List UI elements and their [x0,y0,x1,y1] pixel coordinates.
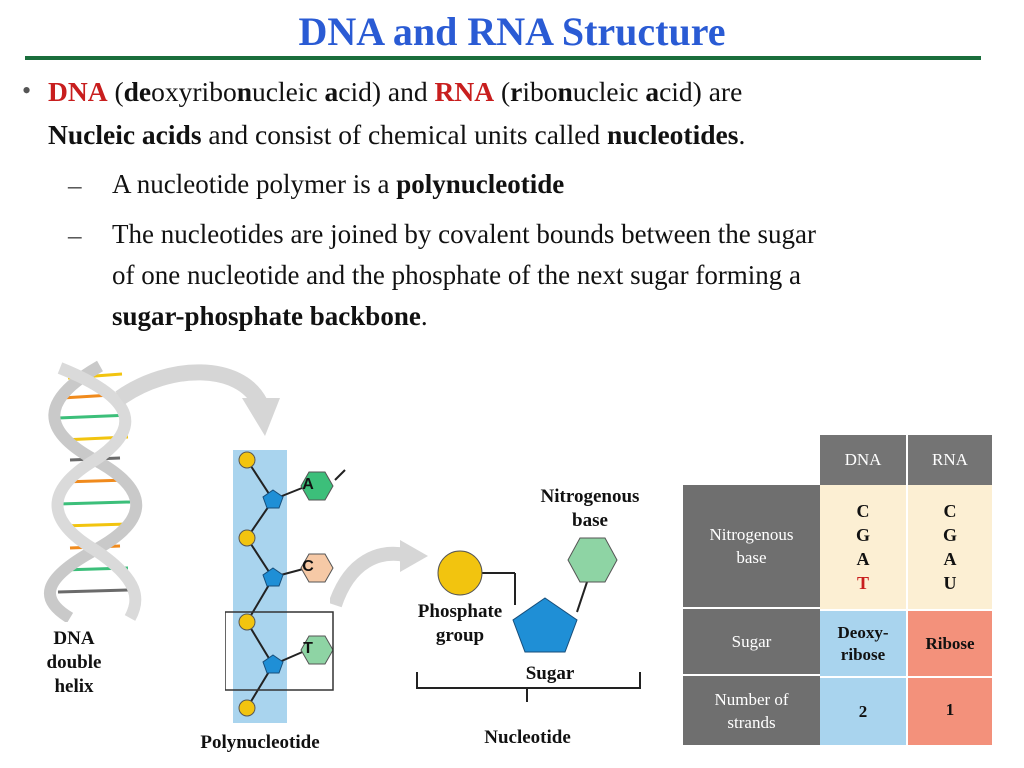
sub-bullet-2-line2: of one nucleotide and the phosphate of t… [112,260,802,290]
text-cid-are: cid) are [659,76,743,107]
table-header-dna: DNA [820,435,906,485]
title-rule [25,56,981,60]
text-ucleic-2: ucleic [572,76,646,107]
nitrogenous-label-1: Nitrogenous [540,486,640,507]
curved-arrow-2 [330,540,428,608]
phosphate-label-1: Phosphate [417,601,503,622]
backbone-term: sugar-phosphate backbone [112,301,421,331]
dna-base-4: T [856,573,869,593]
dna-bases-cell: C G A T [820,485,906,609]
rna-base-4: U [943,573,957,593]
curved-arrow-1 [115,364,280,436]
helix-label-1: DNA [53,628,95,649]
nucleic-acids-term: Nucleic acids [48,119,202,150]
bullet-dot: • [22,76,32,105]
phosphate-group-label: Phosphate group [400,600,520,648]
sub-bullet-1: A nucleotide polymer is a polynucleotide [112,164,564,205]
text-ucleic: ucleic [252,76,325,107]
nitrogenous-label-2: base [572,510,608,531]
main-bullet-text: DNA (deoxyribonucleic acid) and RNA (rib… [48,76,746,150]
dna-term: DNA [48,76,108,107]
sub-bullet-1-text: A nucleotide polymer is a [112,169,397,199]
polynucleotide-label: Polynucleotide [200,732,320,753]
letter-r: r [510,76,523,107]
base-label-c: C [302,558,314,575]
nucleotides-term: nucleotides [607,119,739,150]
rna-sugar-cell: Ribose [906,609,992,676]
period: . [738,119,746,150]
rna-base-3: A [943,549,957,569]
nucleotide-diagram [416,537,641,702]
sugar-label: Sugar [525,663,575,684]
dash-2: – [68,220,82,250]
sub-bullet-2-line1: The nucleotides are joined by covalent b… [112,219,817,249]
dash-1: – [68,170,82,200]
base-label-t: T [303,640,313,657]
dna-helix-label: DNA double helix [24,627,124,699]
letter-a: a [324,76,339,107]
dna-base-2: G [855,525,870,545]
dna-base-1: C [856,501,870,521]
nucleotide-label: Nucleotide [484,727,571,748]
letter-n: n [236,76,252,107]
dna-strands-cell: 2 [820,676,906,745]
dna-helix-illustration [44,360,143,622]
polynucleotide-chain [225,451,346,717]
dna-sugar-line-1: Deoxy- [837,622,889,642]
table-header-rna: RNA [906,435,992,485]
rna-term: RNA [434,76,495,107]
row-label-sugar: Sugar [683,609,820,676]
slide-title: DNA and RNA Structure [298,9,726,54]
row-label-nitrogenous-base: Nitrogenous base [683,485,820,609]
text-consist: and consist of chemical units called [201,119,608,150]
dna-sugar-cell: Deoxy-ribose [820,609,906,676]
sub-bullet-2: The nucleotides are joined by covalent b… [112,214,1012,337]
letter-a-2: a [645,76,660,107]
polynucleotide-term: polynucleotide [396,169,565,199]
text-oxyribo: oxyribo [151,76,237,107]
dna-sugar-line-2: ribose [840,644,886,664]
row-label-strands-2: strands [727,712,776,732]
phosphate-label-2: group [435,625,485,646]
text-cid-and: cid) and [338,76,435,107]
dna-base-3: A [856,549,870,569]
row-label-strands: Number of strands [683,676,820,745]
helix-label-2: double [46,652,102,673]
rna-base-2: G [942,525,957,545]
row-label-base-1: Nitrogenous [709,525,794,544]
nitrogenous-base-label: Nitrogenous base [520,485,660,533]
rna-base-1: C [943,501,957,521]
letters-de: de [123,76,152,107]
row-label-strands-1: Number of [714,689,789,709]
rna-bases-cell: C G A U [906,485,992,609]
period-2: . [420,301,428,331]
helix-label-3: helix [54,676,94,697]
base-label-a: A [302,476,314,493]
rna-strands-cell: 1 [906,676,992,745]
text-ibo: ibo [522,76,558,107]
row-label-base-2: base [736,548,767,567]
letter-n-2: n [557,76,573,107]
